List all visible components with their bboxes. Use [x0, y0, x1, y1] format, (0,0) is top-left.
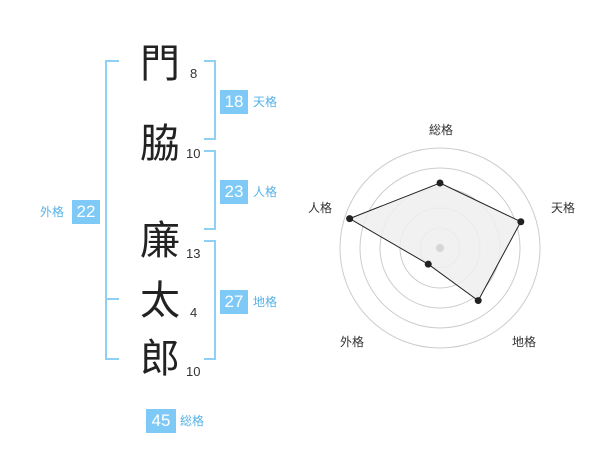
- soukaku-label: 総格: [180, 414, 205, 428]
- gaikaku-label: 外格: [40, 205, 65, 219]
- tenkaku-value-badge: 18: [220, 90, 248, 114]
- radar-axis-label: 地格: [512, 334, 536, 349]
- name-char-2: 脇: [140, 121, 180, 167]
- name-char-5: 郎: [140, 336, 180, 382]
- chikaku-value-badge: 27: [220, 290, 248, 314]
- name-char-4: 太: [140, 278, 180, 324]
- radar-polygon: [348, 182, 522, 302]
- radar-grid-ring: [339, 147, 541, 349]
- stroke-count-2: 10: [186, 146, 201, 161]
- name-char-1: 門: [140, 41, 180, 87]
- stroke-count-5: 10: [186, 364, 201, 379]
- radar-grid-ring: [359, 167, 521, 329]
- radar-point: [474, 297, 482, 305]
- radar-point: [436, 179, 444, 187]
- jinkaku-value-badge: 23: [220, 180, 248, 204]
- chikaku-label: 地格: [253, 295, 278, 309]
- radar-center-dot: [436, 244, 444, 252]
- name-char-3: 廉: [140, 218, 180, 264]
- radar-point: [517, 218, 525, 226]
- soukaku-value-badge: 45: [146, 409, 176, 433]
- radar-points: [346, 179, 525, 305]
- gaikaku-value-badge: 22: [72, 200, 100, 224]
- jinkaku-label: 人格: [253, 185, 278, 199]
- stroke-count-4: 4: [190, 305, 198, 320]
- radar-axis-label: 天格: [551, 200, 575, 215]
- radar-point: [346, 215, 354, 223]
- stroke-count-1: 8: [190, 66, 198, 81]
- radar-axis-label: 人格: [308, 200, 332, 215]
- radar-point: [424, 260, 432, 268]
- tenkaku-label: 天格: [253, 95, 278, 109]
- radar-labels: 総格 天格 地格 外格 人格: [308, 122, 575, 349]
- radar-axis-label: 総格: [429, 122, 453, 137]
- stroke-count-3: 13: [186, 246, 201, 261]
- radar-axis-label: 外格: [340, 334, 364, 349]
